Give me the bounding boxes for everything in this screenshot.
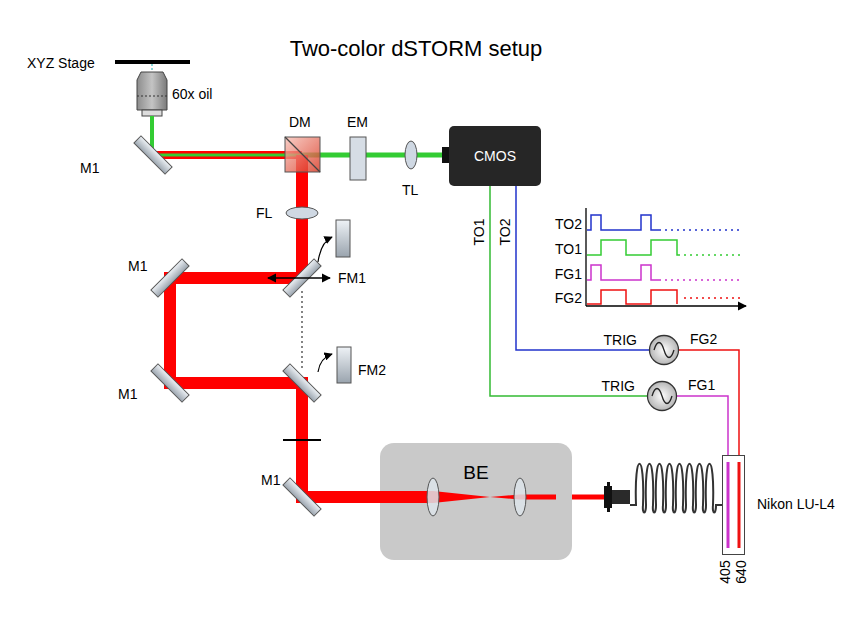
generator-name: FG1	[688, 377, 715, 393]
flip-arrow	[268, 277, 330, 278]
timing-row-label: FG1	[555, 266, 582, 282]
generator-fill	[650, 336, 678, 364]
dichroic-label: DM	[289, 114, 311, 130]
diagram-title: Two-color dSTORM setup	[0, 36, 832, 62]
flip-mirror	[283, 364, 321, 402]
generator-name: FG2	[690, 331, 717, 347]
signal-wire	[679, 350, 739, 455]
mirror-label: M1	[128, 258, 147, 274]
objective-label: 60x oil	[172, 86, 212, 102]
camera-box: CMOS	[449, 126, 541, 186]
mirror	[151, 364, 189, 402]
drawing-part	[283, 364, 321, 402]
mirror-label: M1	[80, 160, 99, 176]
laser-name: Nikon LU-L4	[757, 496, 835, 512]
generator-outline	[649, 335, 679, 365]
wavelength-label: 405	[717, 560, 733, 583]
filter-label: EM	[347, 114, 368, 130]
sine-symbol	[652, 389, 672, 404]
drawing-part	[151, 364, 189, 402]
drawing-part	[283, 478, 321, 516]
trigger-input: TRIG	[604, 332, 637, 348]
signal-wire	[516, 186, 649, 350]
timing-row-label: FG2	[555, 290, 582, 306]
stage-label: XYZ Stage	[27, 55, 95, 71]
timing-signal	[587, 240, 680, 255]
generator-fill	[648, 382, 676, 410]
objective	[137, 72, 167, 110]
beam-expander-optics	[380, 443, 556, 560]
mirror-label: M1	[261, 472, 280, 488]
dichroic-surface	[285, 137, 320, 172]
function-generator: TRIGFG1	[647, 381, 677, 411]
expander-name: BE	[380, 462, 572, 484]
signal-wire	[677, 396, 728, 455]
stage-bar	[115, 60, 190, 64]
objective-mark	[137, 96, 167, 97]
flip-arrow	[318, 354, 332, 372]
fiber-coupler	[604, 486, 612, 508]
focusing-lens	[286, 207, 318, 219]
laser-beam	[170, 278, 380, 497]
flip-arrow	[318, 237, 332, 262]
laser-beam	[153, 151, 302, 159]
generator-outline	[648, 382, 677, 411]
mirror-label: M1	[118, 386, 137, 402]
timing-signal	[684, 297, 740, 299]
laser-beam	[433, 491, 490, 503]
laser-line	[727, 462, 730, 548]
timing-signal	[665, 229, 740, 231]
lens-label: TL	[402, 182, 418, 198]
generator-outline	[647, 381, 677, 411]
wavelength-label: 640	[733, 560, 749, 583]
timing-signal	[587, 290, 677, 304]
fiber-coupler	[612, 490, 630, 504]
optical-fiber	[630, 464, 722, 513]
laser-beam	[380, 491, 433, 503]
timing-signal	[587, 215, 661, 230]
sine-symbol	[654, 343, 674, 358]
timing-signal	[684, 254, 740, 256]
timing-axis	[586, 305, 746, 306]
flip-mirror-parked	[336, 220, 350, 257]
sample-beam	[151, 64, 153, 72]
flip-mirror-label: FM1	[338, 270, 366, 286]
mirror	[283, 478, 321, 516]
laser-line	[738, 462, 741, 548]
emission-filter	[350, 137, 366, 180]
tube-lens	[405, 141, 417, 169]
signal-wire	[490, 186, 647, 396]
drawing-part	[151, 259, 189, 297]
flip-mirror-label: FM2	[358, 362, 386, 378]
camera-name: CMOS	[474, 148, 516, 164]
drawing-part	[134, 136, 172, 174]
emission-beam	[302, 153, 442, 158]
trigger-output-label: TO2	[497, 219, 513, 246]
lens-label: FL	[256, 205, 272, 221]
laser-unit-box: Nikon LU-L4	[722, 455, 745, 555]
trigger-output-label: TO1	[471, 219, 487, 246]
generator-outline	[650, 336, 679, 365]
lens	[514, 478, 526, 516]
function-generator: TRIGFG2	[649, 335, 679, 365]
mirror	[134, 136, 172, 174]
timing-axis	[585, 208, 586, 306]
timing-signal	[587, 265, 661, 280]
dichroic-cube	[285, 137, 320, 172]
beam-expander-box: BE	[380, 443, 572, 560]
timing-row-label: TO2	[555, 216, 582, 232]
objective-tip	[142, 110, 162, 116]
mirror	[151, 259, 189, 297]
emission-beam	[153, 154, 302, 157]
iris	[283, 439, 321, 441]
flip-mirror-parked	[337, 347, 351, 383]
bypass-path	[301, 291, 302, 370]
trigger-input: TRIG	[602, 378, 635, 394]
lens	[427, 478, 439, 516]
timing-row-label: TO1	[555, 241, 582, 257]
timing-signal	[665, 279, 740, 281]
